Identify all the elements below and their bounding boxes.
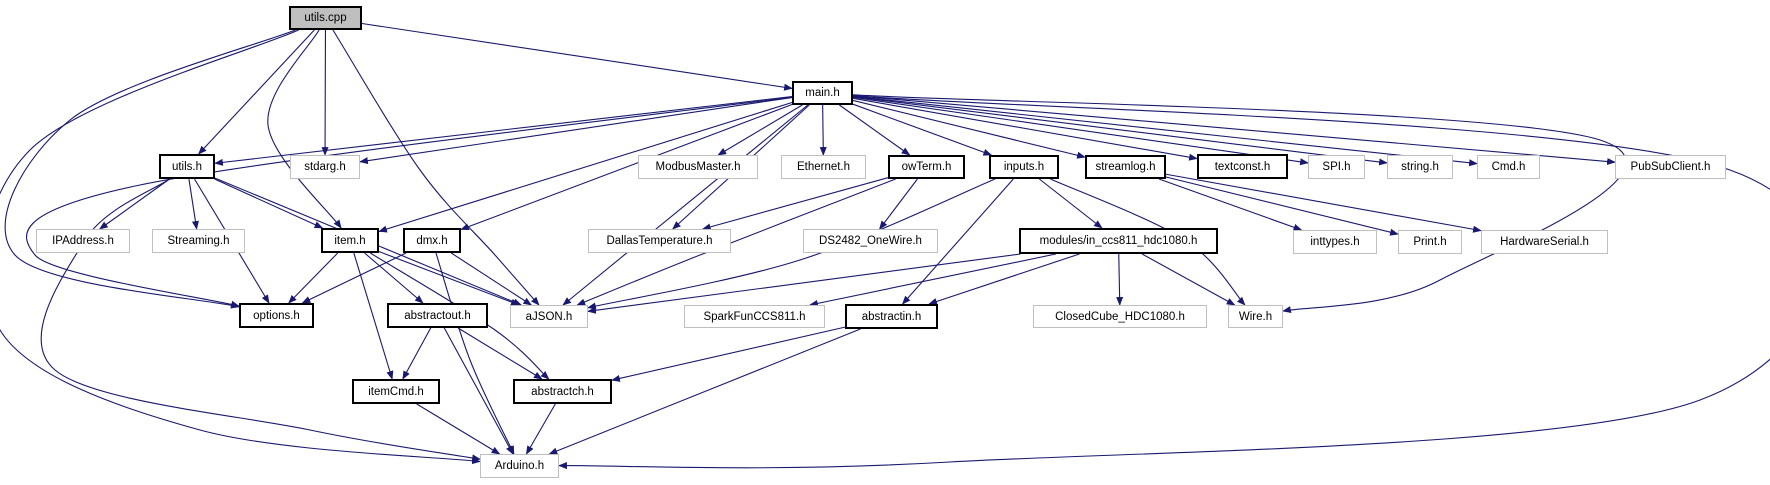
- edge-utils_h-to-ipaddress_h: [99, 178, 170, 230]
- graph-node-hardwareserial_h: HardwareSerial.h: [1481, 230, 1608, 254]
- edge-abstractch_h-to-arduino_h: [525, 403, 556, 455]
- graph-node-arduino_h: Arduino.h: [480, 454, 559, 478]
- graph-node-abstractin_h[interactable]: abstractin.h: [845, 304, 938, 329]
- edge-main_h-to-cmd_h: [852, 95, 1478, 167]
- graph-node-streaming_h: Streaming.h: [152, 229, 245, 253]
- edge-item_h-to-ajson_h: [378, 251, 520, 306]
- edge-utils_cpp-to-options_h: [4, 29, 296, 309]
- edge-in_ccs811_hdc1080_h-to-wire_h: [1141, 253, 1236, 306]
- graph-node-stdarg_h: stdarg.h: [290, 155, 360, 179]
- edge-main_h-to-item_h: [378, 101, 793, 233]
- edge-in_ccs811_hdc1080_h-to-closedcube_hdc1080_h: [1116, 253, 1124, 306]
- edge-main_h-to-pubsubclient_h: [852, 95, 1616, 165]
- graph-node-modbusmaster_h: ModbusMaster.h: [638, 155, 758, 179]
- graph-node-streamlog_h[interactable]: streamlog.h: [1085, 155, 1166, 179]
- edge-abstractout_h-to-arduino_h: [443, 327, 514, 455]
- graph-node-inttypes_h: inttypes.h: [1293, 230, 1377, 254]
- edge-main_h-to-owterm_h: [839, 104, 911, 156]
- edge-main_h-to-options_h: [25, 96, 793, 308]
- graph-node-spi_h: SPI.h: [1308, 155, 1365, 179]
- edge-main_h-to-ajson_h: [562, 104, 809, 306]
- graph-node-abstractout_h[interactable]: abstractout.h: [387, 303, 488, 328]
- graph-node-ethernet_h: Ethernet.h: [781, 155, 866, 179]
- edge-inputs_h-to-abstractin_h: [901, 178, 1014, 305]
- edge-main_h-to-ethernet_h: [819, 104, 827, 156]
- edge-owterm_h-to-dallastemperature_h: [701, 177, 889, 231]
- graph-node-ds2482_onewire_h: DS2482_OneWire.h: [803, 229, 938, 253]
- edge-utils_h-to-item_h: [214, 178, 324, 229]
- graph-node-wire_h: Wire.h: [1228, 305, 1283, 328]
- edge-utils_h-to-arduino_h: [40, 178, 481, 462]
- graph-node-in_ccs811_hdc1080_h[interactable]: modules/in_ccs811_hdc1080.h: [1019, 228, 1218, 254]
- edge-abstractin_h-to-arduino_h: [548, 328, 861, 455]
- edge-main_h-to-stdarg_h: [359, 96, 793, 165]
- graph-node-abstractch_h[interactable]: abstractch.h: [513, 379, 612, 404]
- graph-node-pubsubclient_h: PubSubClient.h: [1615, 155, 1726, 179]
- edge-utils_cpp-to-utils_h: [198, 29, 315, 155]
- edge-item_h-to-itemcmd_h: [353, 252, 394, 380]
- graph-node-dmx_h[interactable]: dmx.h: [403, 228, 461, 253]
- edge-main_h-to-modbusmaster_h: [717, 104, 803, 156]
- graph-node-textconst_h[interactable]: textconst.h: [1197, 154, 1288, 179]
- graph-node-owterm_h[interactable]: owTerm.h: [888, 155, 965, 179]
- graph-node-closedcube_hdc1080_h: ClosedCube_HDC1080.h: [1033, 305, 1207, 328]
- edge-utils_cpp-to-arduino_h: [0, 29, 481, 465]
- graph-node-main_h[interactable]: main.h: [792, 81, 853, 105]
- edge-main_h-to-streamlog_h: [852, 99, 1086, 159]
- edge-itemcmd_h-to-arduino_h: [416, 403, 501, 455]
- edge-main_h-to-inputs_h: [852, 103, 993, 156]
- edge-main_h-to-spi_h: [852, 96, 1309, 166]
- edge-main_h-to-wire_h: [852, 94, 1627, 313]
- graph-node-item_h[interactable]: item.h: [321, 228, 379, 253]
- edge-main_h-to-arduino_h: [558, 95, 1770, 470]
- edge-inputs_h-to-in_ccs811_hdc1080_h: [1038, 178, 1103, 229]
- graph-node-itemcmd_h[interactable]: itemCmd.h: [352, 379, 440, 404]
- edge-utils_cpp-to-item_h: [267, 29, 342, 229]
- graph-node-string_h: string.h: [1387, 155, 1453, 179]
- edge-in_ccs811_hdc1080_h-to-sparkfunccs811_h: [809, 253, 1056, 307]
- edge-item_h-to-options_h: [288, 252, 339, 304]
- graph-node-inputs_h[interactable]: inputs.h: [989, 155, 1059, 179]
- edge-streamlog_h-to-inttypes_h: [1158, 178, 1303, 231]
- graph-node-utils_h[interactable]: utils.h: [159, 154, 215, 179]
- graph-node-ajson_h: aJSON.h: [510, 305, 588, 328]
- edge-in_ccs811_hdc1080_h-to-abstractin_h: [928, 253, 1080, 305]
- edge-utils_cpp-to-main_h: [361, 22, 793, 91]
- edge-main_h-to-utils_h: [214, 95, 793, 166]
- graph-node-print_h: Print.h: [1398, 230, 1462, 254]
- edge-streamlog_h-to-hardwareserial_h: [1165, 173, 1482, 233]
- edge-utils_cpp-to-ajson_h: [332, 29, 540, 306]
- edge-streamlog_h-to-print_h: [1165, 176, 1399, 236]
- graph-node-sparkfunccs811_h: SparkFunCCS811.h: [684, 305, 825, 328]
- edge-abstractout_h-to-abstractch_h: [457, 327, 543, 380]
- edge-dmx_h-to-arduino_h: [435, 252, 515, 455]
- edge-main_h-to-textconst_h: [852, 97, 1198, 161]
- edge-utils_h-to-streaming_h: [188, 178, 199, 230]
- edge-main_h-to-string_h: [852, 96, 1388, 166]
- edge-abstractin_h-to-abstractch_h: [611, 326, 846, 382]
- edge-dmx_h-to-options_h: [301, 252, 407, 304]
- edge-item_h-to-abstractout_h: [364, 252, 424, 304]
- edge-dmx_h-to-ajson_h: [450, 252, 533, 306]
- graph-node-cmd_h: Cmd.h: [1477, 155, 1540, 179]
- edge-owterm_h-to-ds2482_onewire_h: [879, 178, 918, 230]
- edge-in_ccs811_hdc1080_h-to-ajson_h: [587, 253, 1021, 314]
- edge-abstractout_h-to-itemcmd_h: [402, 327, 432, 380]
- graph-node-ipaddress_h: IPAddress.h: [36, 229, 130, 253]
- graph-node-utils_cpp: utils.cpp: [289, 6, 362, 30]
- graph-node-dallastemperature_h: DallasTemperature.h: [588, 229, 731, 253]
- graph-node-options_h[interactable]: options.h: [239, 303, 314, 328]
- edge-main_h-to-dmx_h: [460, 104, 793, 231]
- edge-inputs_h-to-ajson_h: [587, 178, 996, 310]
